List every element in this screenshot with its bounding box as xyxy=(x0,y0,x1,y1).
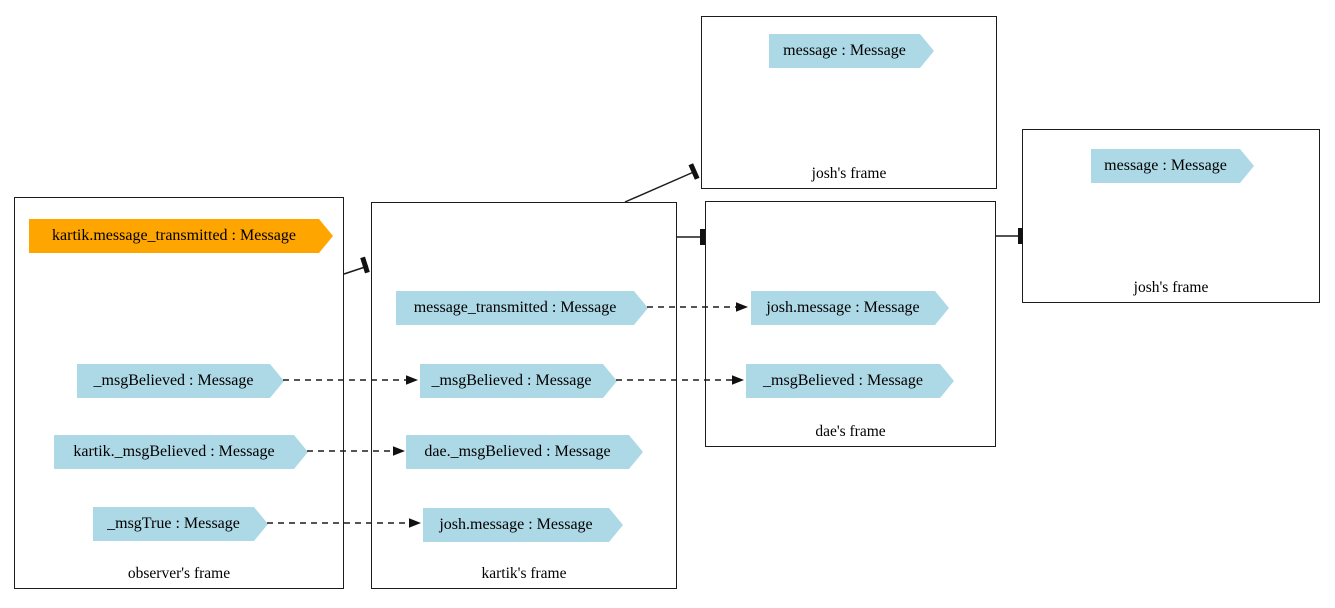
observer-frame: kartik.message_transmitted : Message _ms… xyxy=(14,197,344,589)
value-tag-msg-believed: _msgBelieved : Message xyxy=(746,364,954,398)
kartik-frame-label: kartik's frame xyxy=(481,565,567,582)
josh-frame-top: message : Message josh's frame xyxy=(701,16,997,189)
tee-cap-icon xyxy=(360,256,370,274)
value-tag-msg-true: _msgTrue : Message xyxy=(93,507,268,541)
value-tag-msg-believed: _msgBelieved : Message xyxy=(420,364,617,398)
value-tag-message: message : Message xyxy=(1091,149,1254,183)
dae-frame: josh.message : Message _msgBelieved : Me… xyxy=(705,201,996,447)
josh-frame-top-label: josh's frame xyxy=(811,165,887,182)
value-tag-dae-msg-believed: dae._msgBelieved : Message xyxy=(406,435,643,469)
observer-frame-label: observer's frame xyxy=(127,565,231,582)
josh-frame-right-label: josh's frame xyxy=(1133,279,1209,296)
josh-frame-right: message : Message josh's frame xyxy=(1022,129,1320,303)
value-tag-kartik-msg-believed: kartik._msgBelieved : Message xyxy=(54,435,308,469)
value-tag-msg-believed: _msgBelieved : Message xyxy=(77,364,284,398)
dae-frame-label: dae's frame xyxy=(815,423,886,440)
value-tag-kartik-message-transmitted: kartik.message_transmitted : Message xyxy=(29,219,333,253)
value-tag-message: message : Message xyxy=(769,34,934,68)
kartik-frame: message_transmitted : Message _msgBeliev… xyxy=(371,202,677,589)
value-tag-message-transmitted: message_transmitted : Message xyxy=(396,291,648,325)
tee-cap-icon xyxy=(688,163,700,180)
frame-link-kartik-to-josh-top xyxy=(624,170,697,203)
value-tag-josh-message: josh.message : Message xyxy=(751,291,949,325)
value-tag-josh-message: josh.message : Message xyxy=(423,508,623,542)
frame-link-observer-to-kartik xyxy=(343,265,369,275)
